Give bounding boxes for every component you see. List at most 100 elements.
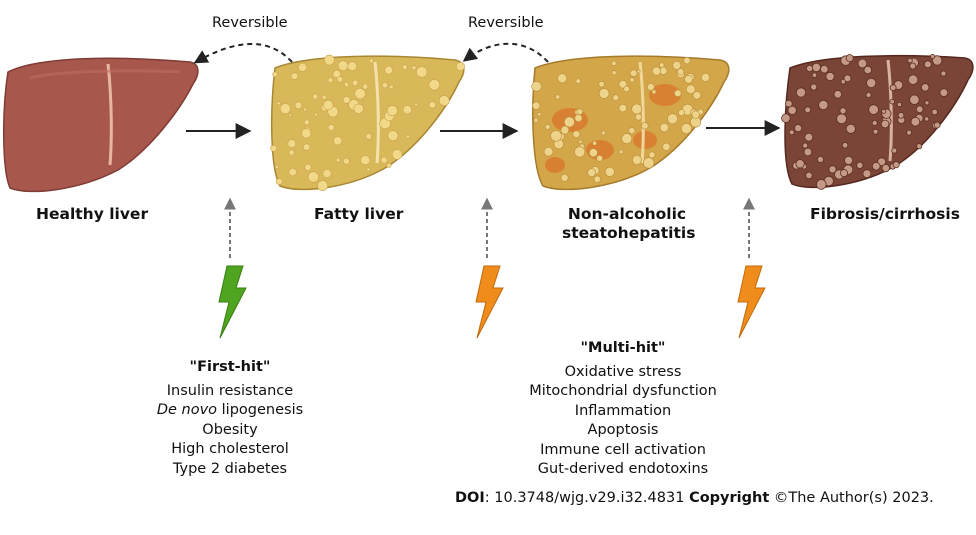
liver-texture-dot [641, 122, 649, 130]
liver-texture-dot [317, 180, 328, 191]
liver-texture-dot [820, 64, 829, 74]
liver-texture-dot [386, 162, 392, 168]
liver-texture-dot [352, 79, 359, 87]
liver-texture-dot [840, 169, 849, 178]
reversible-arrow-1 [193, 43, 293, 64]
liver-texture-dot [304, 163, 312, 171]
liver-texture-dot [787, 105, 797, 115]
liver-texture-dot [933, 121, 941, 129]
liver-texture-dot [623, 85, 630, 93]
liver-texture-dot [845, 54, 854, 63]
liver-texture-dot [455, 61, 465, 71]
fibrotic-liver-illustration [781, 54, 974, 190]
liver-texture-dot [805, 64, 814, 73]
liver-texture-dot [930, 54, 936, 60]
liver-texture-dot [795, 159, 805, 169]
liver-texture-dot [598, 88, 610, 99]
multi-hit-item: Gut-derived endotoxins [537, 461, 709, 477]
copyright-label: Copyright [689, 490, 770, 506]
liver-texture-dot [802, 142, 809, 149]
liver-texture-dot [618, 79, 628, 89]
liver-texture-dot [685, 84, 696, 95]
liver-texture-dot [866, 77, 877, 89]
liver-texture-dot [611, 70, 617, 76]
liver-texture-dot [909, 62, 917, 70]
liver-texture-dot [815, 179, 827, 190]
liver-texture-dot [841, 142, 849, 149]
liver-texture-dot [294, 101, 303, 110]
liver-texture-dot [845, 123, 856, 134]
liver-texture-dot [891, 147, 898, 154]
liver-texture-dot [631, 103, 643, 115]
liver-texture-dot [794, 124, 803, 133]
liver-texture-dot [677, 68, 685, 76]
liver-texture-dot [384, 65, 394, 75]
liver-texture-dot [347, 61, 358, 71]
liver-texture-dot [940, 70, 947, 77]
first-hit-item: Obesity [202, 421, 258, 438]
liver-texture-dot [557, 73, 568, 84]
liver-texture-dot [386, 105, 398, 117]
healthy-liver-illustration [2, 57, 199, 193]
liver-texture-dot [804, 106, 812, 114]
liver-texture-dot [387, 130, 399, 142]
liver-texture-dot [366, 167, 371, 172]
liver-texture-dot [932, 55, 943, 66]
liver-texture-dot [279, 103, 291, 115]
multi-hit-bolt-icon-2 [737, 265, 766, 339]
liver-texture-dot [612, 94, 620, 101]
liver-texture-dot [863, 65, 872, 75]
liver-texture-dot [593, 175, 601, 183]
stage-label-nash-line2: steatohepatitis [562, 224, 696, 242]
liver-texture-dot [438, 95, 450, 106]
liver-texture-dot [909, 94, 920, 105]
reversible-arrow-2 [462, 42, 549, 63]
liver-texture-dot [892, 161, 900, 169]
liver-texture-dot [391, 149, 403, 160]
liver-texture-dot [939, 88, 949, 97]
first-hit-item-rest: lipogenesis [217, 402, 304, 418]
liver-texture-dot [810, 83, 818, 91]
liver-texture-dot [411, 65, 417, 70]
liver-texture-dot [629, 69, 638, 77]
liver-texture-dot [598, 80, 605, 88]
liver-texture-dot [651, 89, 657, 95]
liver-texture-dot [270, 144, 278, 152]
liver-texture-dot [560, 125, 570, 135]
liver-texture-dot [672, 60, 682, 70]
multi-hit-item: Oxidative stress [564, 363, 682, 380]
first-hit-title: "First-hit" [189, 359, 271, 375]
liver-texture-dot [380, 156, 388, 164]
liver-texture-dot [643, 157, 655, 169]
liver-texture-dot [288, 113, 292, 118]
liver-texture-dot [628, 127, 636, 135]
liver-texture-dot [889, 98, 895, 105]
liver-texture-dot [833, 90, 842, 99]
liver-texture-dot [402, 105, 413, 115]
liver-texture-dot [312, 93, 319, 100]
liver-texture-dot [924, 116, 930, 122]
liver-texture-dot [836, 113, 847, 125]
stage-label-fibrosis: Fibrosis/cirrhosis [810, 205, 960, 223]
liver-texture-dot [574, 146, 586, 158]
liver-texture-dot [575, 78, 581, 84]
liver-texture-dot [550, 130, 562, 142]
liver-texture-dot [578, 139, 583, 144]
liver-texture-dot [817, 155, 825, 163]
liver-texture-dot [906, 129, 912, 136]
liver-texture-dot [701, 73, 710, 82]
liver-texture-dot [811, 62, 822, 73]
liver-texture-dot [360, 155, 371, 166]
liver-texture-dot [301, 128, 312, 139]
liver-texture-dot [533, 117, 539, 123]
liver-texture-dot [544, 124, 551, 130]
liver-texture-dot [307, 171, 320, 183]
liver-texture-dot [275, 178, 283, 185]
liver-texture-dot [290, 72, 299, 80]
liver-texture-dot [402, 64, 408, 70]
liver-texture-dot [601, 130, 606, 136]
stage-label-healthy: Healthy liver [36, 205, 149, 223]
liver-texture-dot [897, 112, 905, 119]
liver-texture-dot [405, 134, 411, 139]
liver-texture-dot [844, 155, 854, 165]
